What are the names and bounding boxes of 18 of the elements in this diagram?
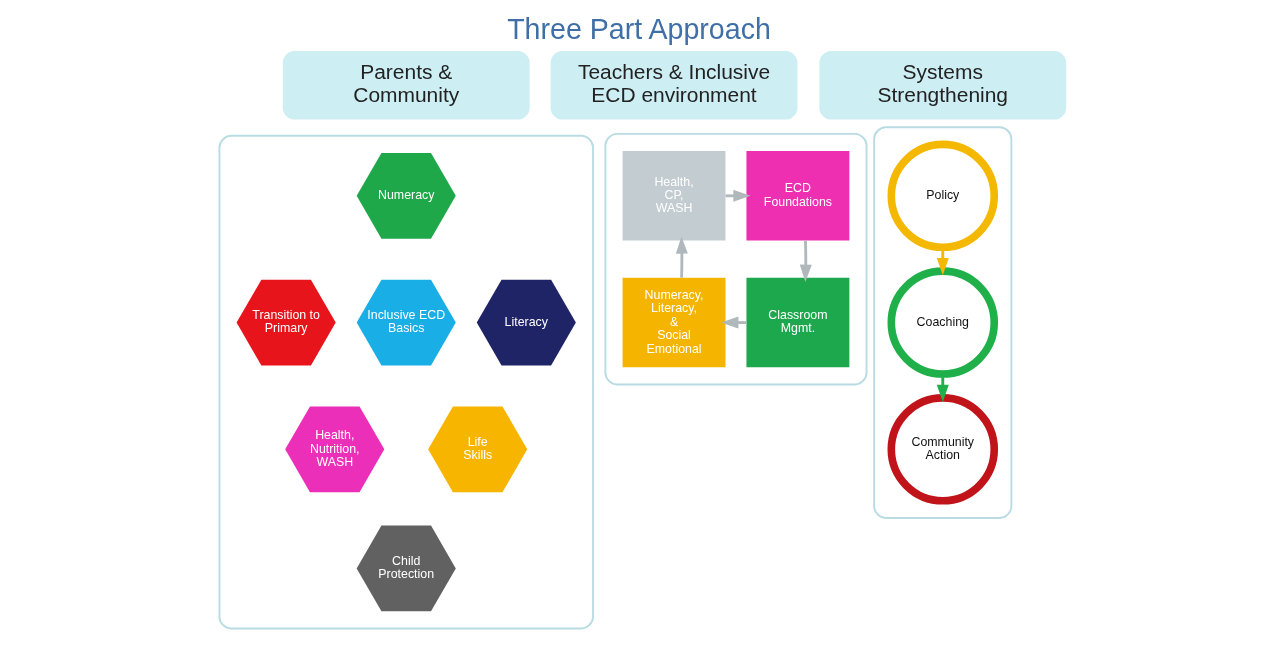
- node-circle: Policy: [887, 140, 998, 252]
- node-box: Health, CP, WASH: [622, 151, 725, 241]
- node-box: Numeracy, Literacy, & Social Emotional: [622, 277, 725, 368]
- node-box: Systems Strengthening: [818, 50, 1066, 120]
- node-circle: Coaching: [887, 267, 998, 378]
- arrow: [799, 240, 812, 282]
- diagram-title: Three Part Approach: [506, 12, 771, 45]
- node-box: Teachers & Inclusive ECD environment: [550, 50, 797, 120]
- cluster: [218, 134, 594, 630]
- cluster: [872, 126, 1012, 519]
- node-box: Classroom Mgmt.: [745, 277, 849, 368]
- node-circle: Community Action: [887, 394, 998, 505]
- cluster: [603, 132, 867, 386]
- node-box: ECD Foundations: [745, 151, 849, 241]
- arrow: [936, 374, 949, 402]
- node-box: Parents & Community: [282, 50, 530, 120]
- arrow: [720, 316, 746, 329]
- arrow: [675, 236, 688, 278]
